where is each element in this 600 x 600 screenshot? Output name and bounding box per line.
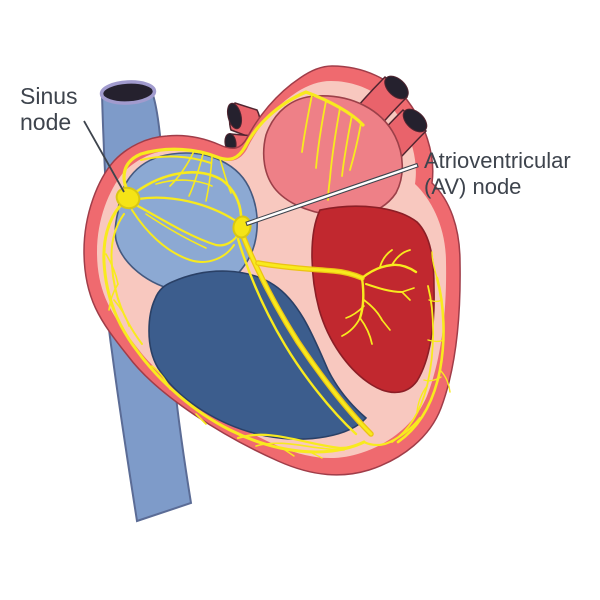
sinus-node-label: Sinus node bbox=[20, 83, 78, 135]
apex-purkinje-braid bbox=[236, 416, 422, 459]
lateral-wall-bundle bbox=[102, 204, 366, 454]
pulmonary-vessel-left-upper-opening bbox=[226, 102, 243, 130]
right-bundle-branch bbox=[236, 237, 358, 436]
conduction-network bbox=[102, 90, 451, 459]
pulmonary-vessel-right-lower-opening bbox=[402, 108, 428, 133]
atrial-roof-bundle-strand bbox=[140, 155, 212, 164]
av-node-label: Atrioventricular (AV) node bbox=[424, 148, 571, 199]
lateral-wall-twigs bbox=[105, 253, 207, 425]
atrial-roof-bundle bbox=[122, 90, 365, 194]
left-bundle-arborization bbox=[341, 249, 418, 345]
sinus-node-marker bbox=[115, 186, 141, 210]
left-atrium-fibers bbox=[301, 94, 362, 201]
right-ventricle-chamber bbox=[148, 270, 368, 440]
right-atrium-roof-fibers bbox=[169, 150, 232, 202]
sinus-node-leader-line bbox=[83, 120, 125, 193]
pulmonary-vessel-right-upper-opening bbox=[384, 75, 409, 100]
vena-cava-opening bbox=[99, 80, 157, 105]
right-wall-purkinje-fibers bbox=[391, 251, 451, 444]
av-node-leader-line bbox=[245, 162, 419, 227]
internodal-fibers bbox=[131, 171, 243, 263]
